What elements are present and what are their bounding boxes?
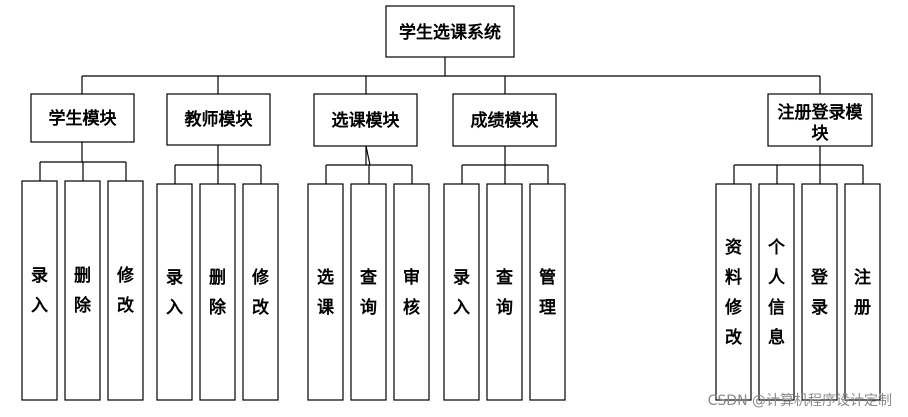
module-node-selection: 选课模块 [313,93,418,147]
leaf-node-teacher-enter: 录入 [156,183,193,401]
leaf-label: 删除 [209,268,227,318]
leaf-label: 管理 [539,267,556,318]
leaf-label: 删除 [74,266,92,316]
watermark: CSDN @计算机程序设计定制 [708,393,892,409]
leaf-node-grade-query: 查询 [486,183,523,401]
leaf-label: 查询 [359,267,378,318]
leaf-label: 录入 [166,268,183,318]
module-node-teacher: 教师模块 [166,93,271,146]
root-label: 学生选课系统 [399,22,501,43]
leaf-node-register-personal-info: 个人信息 [758,183,795,401]
leaf-node-student-modify: 修改 [107,180,144,401]
module-node-grade: 成绩模块 [452,93,557,147]
leaf-node-grade-enter: 录入 [443,183,480,401]
leaf-node-register-login: 登录 [801,183,838,401]
module-node-register-login: 注册登录模块 [767,93,873,147]
leaf-node-register-profile-edit: 资料修改 [715,183,752,401]
connector-lines [39,57,864,184]
module-label-teacher: 教师模块 [184,109,254,130]
leaf-node-student-delete: 删除 [64,180,101,401]
leaf-label: 登录 [810,267,829,318]
leaf-label: 个人信息 [767,237,786,348]
leaf-node-teacher-delete: 删除 [199,183,236,401]
leaf-label: 修改 [116,265,135,316]
leaf-label: 录入 [31,266,48,316]
module-label-grade: 成绩模块 [471,110,540,131]
module-node-student: 学生模块 [30,93,135,143]
module-label-student: 学生模块 [49,108,118,129]
leaf-label: 注册 [854,267,871,318]
leaf-node-teacher-modify: 修改 [242,183,279,401]
leaf-node-register-register: 注册 [844,183,881,401]
module-label-selection: 选课模块 [332,110,401,131]
leaf-label: 审核 [403,267,420,318]
leaf-label: 查询 [495,267,514,318]
leaf-node-grade-manage: 管理 [529,183,566,401]
leaf-label: 资料修改 [724,237,743,348]
leaf-node-selection-select: 选课 [307,183,344,401]
module-label-register-login: 注册登录模块 [777,103,863,144]
leaf-label: 修改 [251,267,270,318]
root-node: 学生选课系统 [385,5,515,58]
leaf-node-student-enter: 录入 [21,180,58,401]
leaf-label: 选课 [317,268,335,318]
leaf-node-selection-review: 审核 [393,183,430,401]
leaf-label: 录入 [453,268,470,318]
leaf-node-selection-query: 查询 [350,183,387,401]
